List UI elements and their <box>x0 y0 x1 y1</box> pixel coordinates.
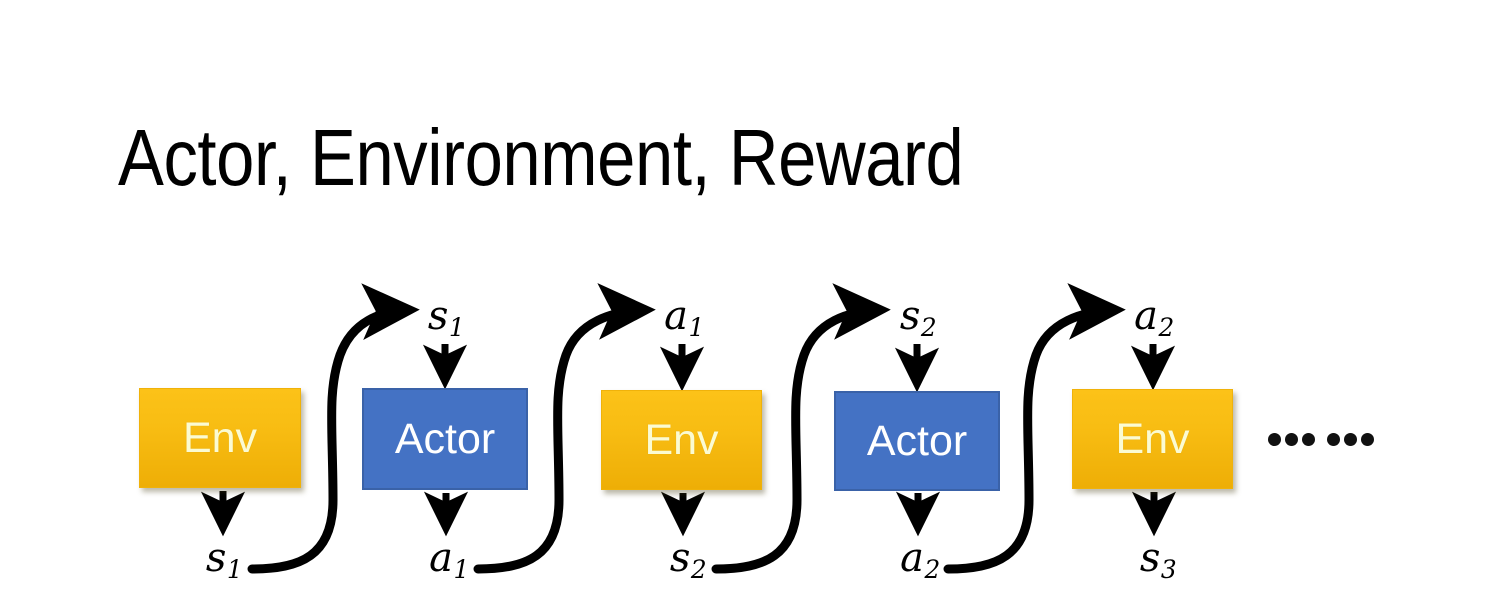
label-bottom-a2: a2 <box>900 535 940 582</box>
node-env-3[interactable]: Env <box>1072 389 1233 489</box>
ellipsis-dot <box>1268 433 1281 446</box>
curve-a2-feedback <box>943 283 1126 574</box>
var-subscript: 1 <box>226 555 243 585</box>
var-subscript: 3 <box>1160 555 1177 585</box>
ellipsis-dot <box>1327 433 1340 446</box>
var-base: s <box>899 293 921 339</box>
label-bottom-s2: s2 <box>669 535 707 582</box>
var-subscript: 2 <box>920 313 937 343</box>
ellipsis-dot <box>1302 433 1315 446</box>
var-base: a <box>429 535 454 581</box>
label-bottom-a1: a1 <box>429 535 469 582</box>
var-subscript: 1 <box>688 313 705 343</box>
label-top-s1: s1 <box>427 293 465 340</box>
ellipsis-icon <box>1268 433 1378 446</box>
node-env-1[interactable]: Env <box>139 388 301 488</box>
node-actor-2[interactable]: Actor <box>834 391 1000 491</box>
ellipsis-dot <box>1285 433 1298 446</box>
curve-s1-feedback <box>247 283 420 574</box>
label-top-s2: s2 <box>899 293 937 340</box>
label-top-a2: a2 <box>1134 293 1174 340</box>
var-subscript: 1 <box>453 555 470 585</box>
var-base: a <box>1134 293 1159 339</box>
node-label: Actor <box>866 416 968 465</box>
node-label: Env <box>182 413 258 462</box>
var-base: a <box>664 293 689 339</box>
label-top-a1: a1 <box>664 293 704 340</box>
var-subscript: 2 <box>1158 313 1175 343</box>
var-subscript: 1 <box>448 313 465 343</box>
var-base: s <box>669 535 691 581</box>
node-label: Env <box>1115 414 1190 463</box>
node-label: Actor <box>394 414 496 463</box>
var-subscript: 2 <box>924 555 941 585</box>
var-subscript: 2 <box>690 555 707 585</box>
node-actor-1[interactable]: Actor <box>362 388 528 490</box>
var-base: s <box>205 535 227 581</box>
node-env-2[interactable]: Env <box>601 390 762 490</box>
node-label: Env <box>644 415 719 464</box>
label-bottom-s3: s3 <box>1139 535 1177 582</box>
page-title: Actor, Environment, Reward <box>118 113 964 202</box>
ellipsis-dot <box>1361 433 1374 446</box>
var-base: s <box>1139 535 1161 581</box>
curve-a1-feedback <box>473 283 656 574</box>
var-base: s <box>427 293 449 339</box>
label-bottom-s1: s1 <box>205 535 243 582</box>
ellipsis-dot <box>1344 433 1357 446</box>
var-base: a <box>900 535 925 581</box>
curve-s2-feedback <box>711 283 891 574</box>
